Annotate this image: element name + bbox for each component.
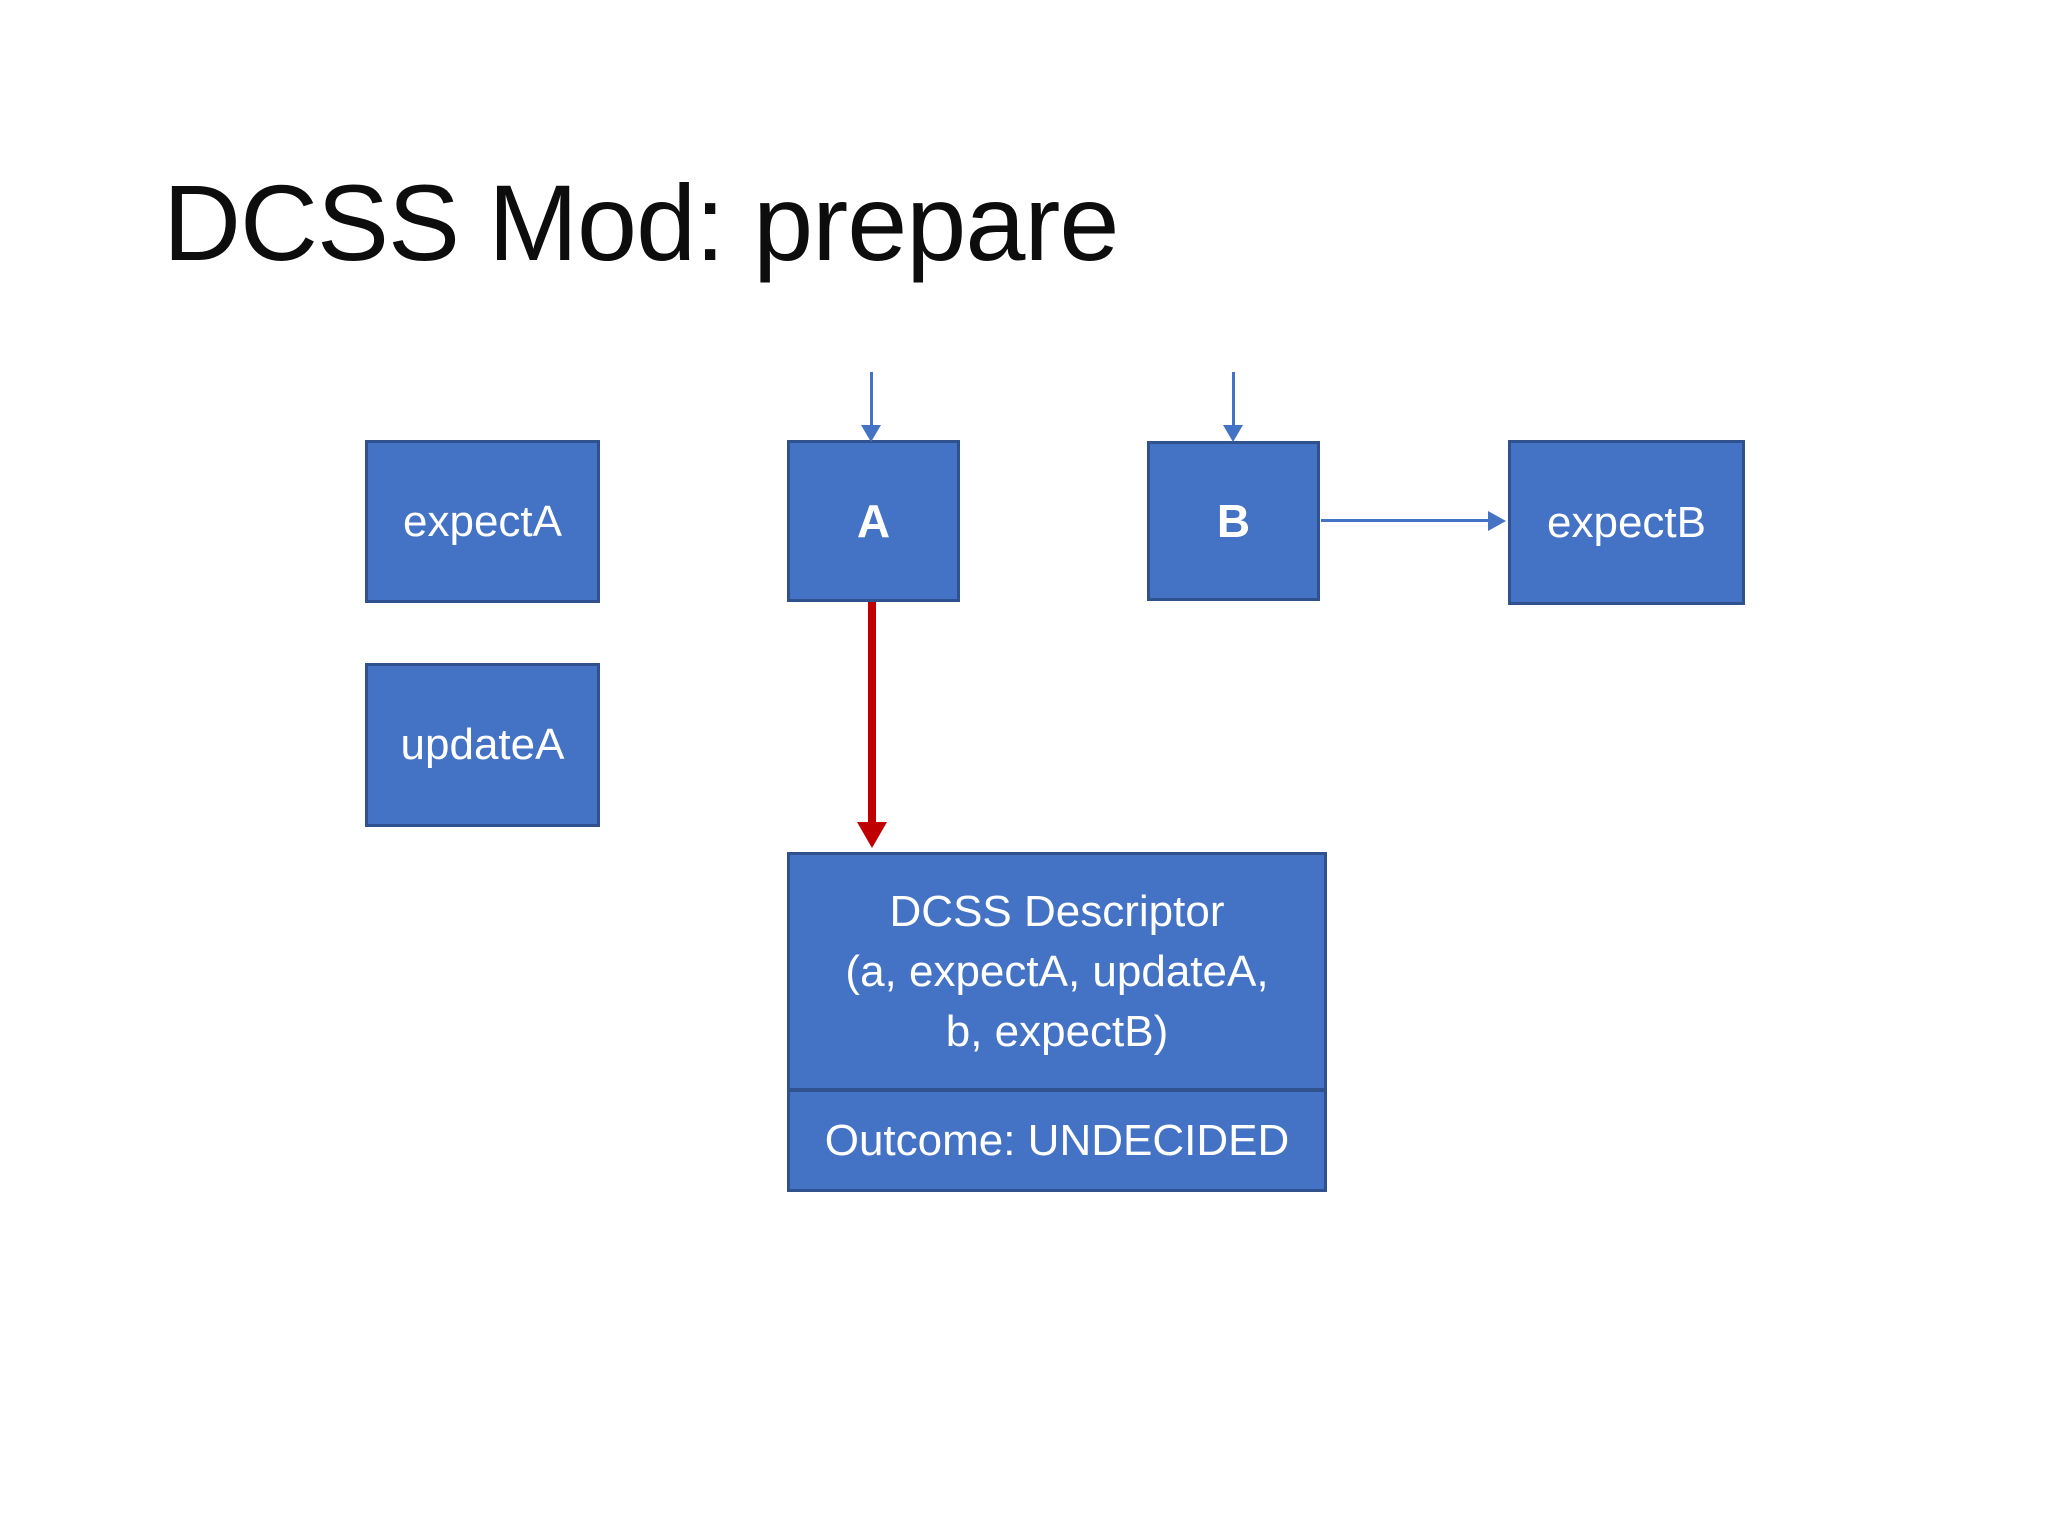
arrow-into-a-head: [861, 425, 881, 442]
arrow-into-b-line: [1232, 372, 1235, 426]
box-expect-a: expectA: [365, 440, 600, 603]
slide-title: DCSS Mod: prepare: [163, 162, 1119, 283]
dcss-descriptor-box: DCSS Descriptor (a, expectA, updateA, b,…: [787, 852, 1327, 1090]
box-b: B: [1147, 441, 1320, 601]
arrow-into-b-head: [1223, 425, 1243, 442]
descriptor-line-2: (a, expectA, updateA,: [845, 946, 1269, 996]
descriptor-line-3: b, expectB): [945, 1006, 1169, 1056]
box-b-label: B: [1216, 495, 1251, 547]
arrow-a-to-descriptor-line: [868, 602, 876, 823]
box-update-a: updateA: [365, 663, 600, 827]
box-expect-a-label: expectA: [403, 496, 562, 546]
arrow-a-to-descriptor-head: [857, 822, 887, 848]
arrow-b-to-expect-b-head: [1488, 511, 1506, 531]
box-expect-b: expectB: [1508, 440, 1745, 605]
dcss-descriptor-group: DCSS Descriptor (a, expectA, updateA, b,…: [787, 852, 1327, 1192]
arrow-b-to-expect-b-line: [1321, 519, 1488, 522]
box-a: A: [787, 440, 960, 602]
outcome-label: Outcome: UNDECIDED: [824, 1115, 1290, 1165]
descriptor-line-1: DCSS Descriptor: [889, 886, 1225, 936]
box-a-label: A: [856, 495, 891, 547]
arrow-into-a-line: [870, 372, 873, 426]
outcome-box: Outcome: UNDECIDED: [787, 1090, 1327, 1192]
box-update-a-label: updateA: [400, 720, 565, 769]
box-expect-b-label: expectB: [1547, 497, 1706, 547]
